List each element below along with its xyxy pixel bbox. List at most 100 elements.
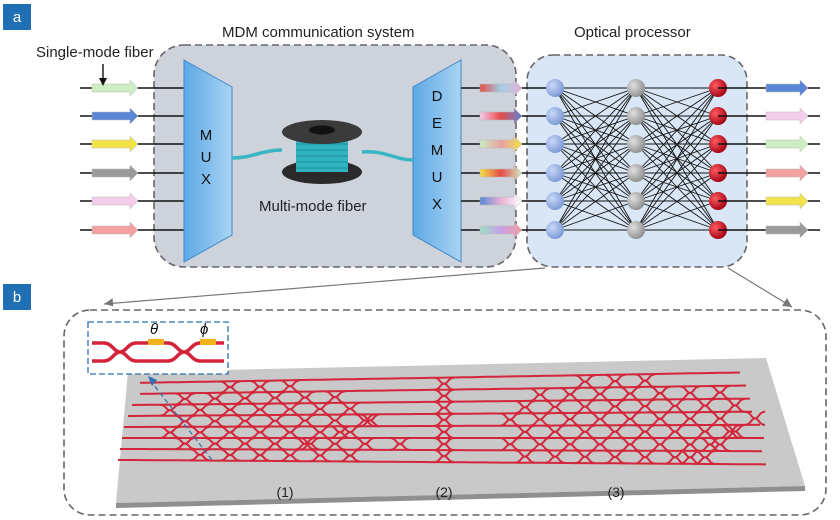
output-mode-arrow <box>765 107 809 125</box>
mzi-cell <box>189 448 211 462</box>
mzi-cell <box>529 437 551 452</box>
input-mode-arrow <box>91 192 139 210</box>
mzi-cell <box>604 399 626 414</box>
hidden-node <box>627 221 645 239</box>
mzi-cell <box>249 379 271 394</box>
mzi-cell <box>324 390 346 404</box>
mzi-cell <box>299 437 321 451</box>
mzi-cell <box>339 401 361 416</box>
mzi-cell <box>544 424 566 439</box>
mzi-cell <box>329 425 351 439</box>
mzi-cell <box>309 402 331 416</box>
mzi-cell <box>724 423 746 439</box>
mzi-cell <box>189 403 211 417</box>
mzi-cell <box>499 437 521 452</box>
fiber-spool-icon <box>231 120 414 184</box>
mzi-cell <box>649 385 671 401</box>
mzi-cell <box>204 437 226 451</box>
mzi-cell <box>279 379 301 393</box>
mzi-cell <box>324 413 346 428</box>
output-mode-arrow <box>765 192 809 210</box>
mux-letter: M <box>200 127 213 144</box>
mzi-cell <box>604 424 626 439</box>
mzi-cell <box>634 449 656 465</box>
mzi-cell <box>499 412 521 427</box>
mzi-inset: θ ϕ <box>87 321 229 375</box>
mzi-cell <box>574 449 596 465</box>
section-label-1: (1) <box>276 484 293 500</box>
mzi-cell <box>679 385 701 401</box>
mzi-cell <box>634 398 656 414</box>
mzi-cell <box>559 412 581 427</box>
mzi-cell <box>694 398 716 414</box>
mzi-cell <box>619 386 641 401</box>
mzi-cell <box>294 390 316 405</box>
mzi-cell <box>219 380 241 394</box>
mzi-cell <box>649 437 671 452</box>
demux-output-fibers <box>461 79 555 239</box>
input-node <box>546 221 564 239</box>
hidden-node <box>627 164 645 182</box>
mzi-cell <box>694 424 716 439</box>
mzi-cell <box>529 412 551 427</box>
mzi-cell <box>589 386 611 402</box>
mux-letter: X <box>201 171 211 188</box>
output-mode-arrow <box>765 164 809 182</box>
phi-symbol: ϕ <box>200 321 208 338</box>
mzi-cell <box>634 373 656 389</box>
mzi-cell <box>264 414 286 428</box>
mzi-cell <box>219 425 241 439</box>
hidden-node <box>627 107 645 125</box>
demux-block <box>412 59 462 263</box>
mzi-cell <box>234 391 256 405</box>
output-mode-arrow <box>765 135 809 153</box>
input-node <box>546 107 564 125</box>
mzi-cell <box>604 449 626 465</box>
mzi-cell <box>559 437 581 452</box>
mzi-cell <box>574 399 596 414</box>
mzi-cell <box>433 424 455 439</box>
mzi-cell <box>174 392 196 406</box>
panel-b-tag: b <box>3 284 31 310</box>
mzi-cell <box>679 411 701 427</box>
mzi-cell <box>264 391 286 405</box>
mzi-cell <box>559 387 581 402</box>
input-node <box>546 135 564 153</box>
mixed-mode-arrow <box>479 135 523 153</box>
theta-symbol: θ <box>150 321 158 338</box>
mzi-cell <box>234 437 256 451</box>
mzi-cell <box>589 437 611 452</box>
mzi-cell <box>294 437 316 451</box>
mzi-cell <box>159 403 181 417</box>
mzi-cell <box>544 449 566 464</box>
mzi-cell <box>159 425 181 439</box>
mzi-cell <box>529 387 551 402</box>
input-fibers <box>80 79 184 239</box>
mux-letter: U <box>201 149 212 166</box>
panel-b-frame <box>63 309 827 516</box>
output-mode-arrow <box>765 79 809 97</box>
input-node <box>546 79 564 97</box>
demux-letter: U <box>432 169 443 186</box>
mzi-cell <box>433 388 455 403</box>
mzi-cell <box>433 437 455 452</box>
mzi-cell <box>359 413 381 428</box>
input-mode-arrow <box>91 79 139 97</box>
mzi-cell <box>339 425 361 439</box>
mzi-cell <box>544 399 566 415</box>
mixed-mode-arrow <box>479 164 523 182</box>
waveguide <box>117 458 767 466</box>
mzi-cell <box>249 425 271 439</box>
mzi-cell <box>433 376 455 391</box>
mzi-cell <box>694 449 716 465</box>
mzi-cell <box>514 449 536 464</box>
mzi-cell <box>309 425 331 439</box>
zoom-line-right <box>727 267 793 308</box>
mzi-cell <box>279 448 301 463</box>
mzi-cell <box>604 373 626 389</box>
single-mode-fiber-label: Single-mode fiber <box>36 44 154 61</box>
mzi-cell <box>709 411 731 427</box>
mixed-mode-arrow <box>479 221 523 239</box>
